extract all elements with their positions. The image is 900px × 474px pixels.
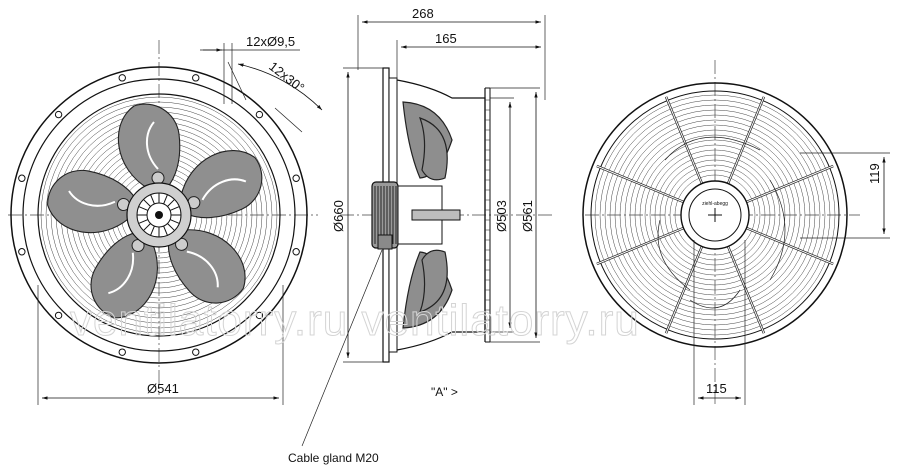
blade-shape [90, 231, 158, 319]
guard-spoke-inner [727, 246, 765, 334]
guard-ring [649, 149, 781, 281]
bolt-hole [192, 348, 200, 356]
bolt-hole [54, 110, 63, 119]
side-view: 268 165 Ø660 Ø503 Ø561 "A" > Cable gland… [288, 6, 555, 465]
guard-ring [599, 99, 831, 331]
guard-ring [629, 129, 801, 301]
blade-highlight [108, 252, 135, 295]
guard-ring [639, 139, 791, 291]
hub-tooth [150, 225, 155, 236]
hub-tooth [167, 223, 175, 231]
dim-660: Ø660 [331, 200, 346, 232]
fan-blade [47, 169, 138, 234]
rear-view: ziehl-abegg 119 115 [582, 60, 890, 405]
view-a-label: "A" > [431, 385, 458, 399]
dim-541: Ø541 [147, 381, 179, 396]
bolt-hole [18, 174, 26, 182]
guard-brand-label: ziehl-abegg [702, 201, 728, 207]
blade-highlight [201, 178, 247, 201]
dim-561: Ø561 [520, 200, 535, 232]
guard-spoke-inner [746, 165, 834, 203]
hub-tooth [143, 223, 151, 231]
guard-ring [664, 164, 766, 266]
guard-ring [614, 114, 816, 316]
guard-ring [634, 134, 796, 296]
watermark: ventilatorry.ru ventilatorry.ru [70, 296, 640, 345]
hub-tooth [138, 206, 149, 211]
guard-ring [674, 174, 756, 256]
bolt-hole [18, 248, 26, 256]
blade-highlight [186, 250, 219, 288]
blade-shape [47, 169, 138, 234]
guard-spoke-inner [665, 246, 703, 334]
dim-165: 165 [435, 31, 457, 46]
fan-blade [117, 103, 181, 190]
bolt-hole [118, 348, 126, 356]
blade-shape [167, 229, 246, 304]
bolt-hole [255, 110, 264, 119]
guard-spoke-inner [596, 165, 684, 203]
hub-tooth [150, 194, 155, 205]
blade-rivet [151, 171, 165, 185]
guard-ring [594, 94, 836, 336]
guard-ring [619, 119, 811, 311]
blade-shape [180, 149, 263, 219]
dim-503: Ø503 [494, 200, 509, 232]
hub-tooth [167, 199, 175, 207]
blade-highlight [146, 121, 159, 170]
bolt-hole [255, 311, 264, 320]
guard-spoke-inner [727, 96, 765, 184]
grille-ring [45, 101, 273, 329]
guard-spoke-inner [665, 96, 703, 184]
guard-ring [654, 154, 776, 276]
guard-spoke-inner [596, 227, 684, 265]
bolt-hole [292, 174, 300, 182]
front-view: Ø541 12xØ9,5 12x30° [8, 34, 323, 405]
blade-highlight [68, 190, 116, 207]
dim-119: 119 [867, 163, 882, 184]
guard-ring [669, 169, 761, 261]
guard-ring [624, 124, 806, 306]
dim-115: 115 [706, 381, 727, 396]
hub-tooth [163, 225, 168, 236]
guard-ring [644, 144, 786, 286]
fan-blade [90, 231, 158, 319]
bolt-hole [292, 248, 300, 256]
hub-tooth [169, 219, 180, 224]
dim-holes: 12xØ9,5 [246, 34, 295, 49]
fan-blade [167, 229, 246, 304]
guard-ring [609, 109, 821, 321]
dim-268: 268 [412, 6, 434, 21]
hub-tooth [138, 219, 149, 224]
blade-shape [117, 103, 181, 190]
guard-ring [604, 104, 826, 326]
guard-spoke-inner [746, 227, 834, 265]
hub-tooth [169, 206, 180, 211]
fan-blade [180, 149, 263, 219]
bolt-hole [192, 74, 200, 82]
hub-tooth [143, 199, 151, 207]
bolt-hole [118, 74, 126, 82]
cable-gland-label: Cable gland M20 [288, 451, 379, 465]
bolt-hole [54, 311, 63, 320]
hub-tooth [163, 194, 168, 205]
guard-ring [659, 159, 771, 271]
grille-ring [40, 96, 278, 334]
dim-angle: 12x30° [266, 59, 307, 96]
